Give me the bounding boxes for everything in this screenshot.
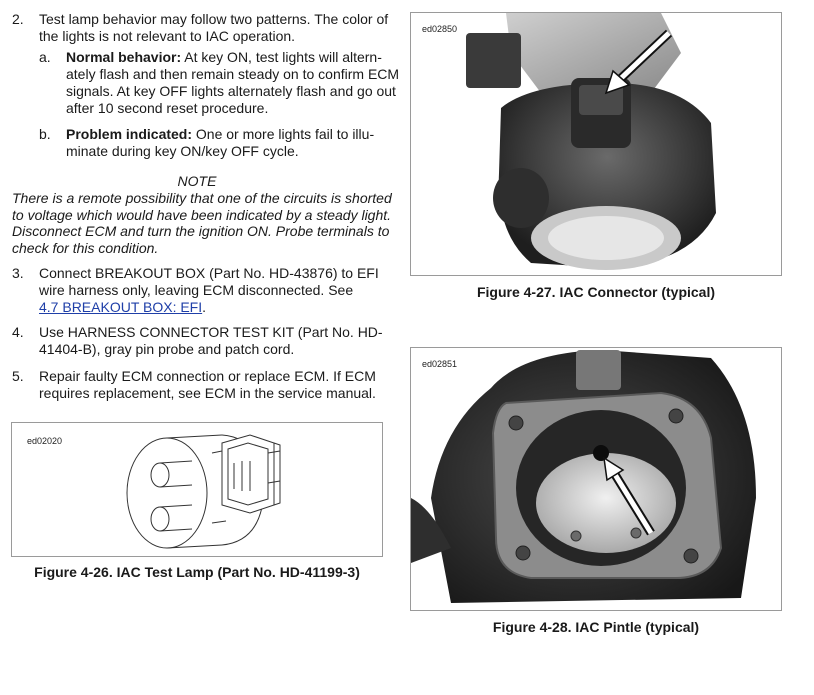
- note-line4: check for this condition.: [12, 239, 159, 256]
- step-5-number: 5.: [12, 368, 24, 384]
- step-2b-line2: minate during key ON/key OFF cycle.: [66, 143, 299, 159]
- step-2a-line1: At key ON, test lights will altern-: [181, 49, 382, 65]
- step-3-line1: Connect BREAKOUT BOX (Part No. HD-43876)…: [39, 265, 379, 281]
- step-2a-letter: a.: [39, 49, 51, 65]
- step-2b-line1: One or more lights fail to illu-: [192, 126, 375, 142]
- iac-pintle-photo: [411, 348, 781, 610]
- step-2b-letter: b.: [39, 126, 51, 142]
- note-body: There is a remote possibility that one o…: [12, 190, 392, 256]
- step-2a-line4: after 10 second reset procedure.: [66, 100, 269, 116]
- step-2a-bold: Normal behavior:: [66, 49, 182, 65]
- step-5-line2: requires replacement, see ECM in the ser…: [39, 385, 376, 401]
- step-2-line2: the lights is not relevant to IAC operat…: [39, 28, 296, 44]
- step-4-number: 4.: [12, 324, 24, 340]
- step-4-line1: Use HARNESS CONNECTOR TEST KIT (Part No.…: [39, 324, 383, 340]
- iac-test-lamp-drawing: [126, 434, 281, 549]
- step-3-period: .: [202, 299, 207, 315]
- figure-26-caption: Figure 4-26. IAC Test Lamp (Part No. HD-…: [34, 564, 360, 580]
- step-3-line2: wire harness only, leaving ECM disconnec…: [39, 282, 354, 298]
- step-3: 3. Connect BREAKOUT BOX (Part No. HD-438…: [12, 265, 392, 317]
- step-2b: b. Problem indicated: One or more lights…: [39, 126, 389, 162]
- figure-28-caption: Figure 4-28. IAC Pintle (typical): [492, 619, 700, 635]
- figure-27-caption: Figure 4-27. IAC Connector (typical): [476, 284, 716, 300]
- iac-connector-photo: [411, 13, 781, 275]
- note-heading: NOTE: [177, 173, 217, 189]
- step-2-number: 2.: [12, 11, 24, 27]
- step-2a: a. Normal behavior: At key ON, test ligh…: [39, 49, 399, 119]
- figure-26-frame: ed02020: [11, 422, 383, 557]
- breakout-box-link[interactable]: 4.7 BREAKOUT BOX: EFI: [39, 299, 203, 315]
- note-line1: There is a remote possibility that one o…: [12, 190, 392, 206]
- figure-26-tag: ed02020: [24, 435, 66, 447]
- figure-28-tag: ed02851: [419, 358, 461, 370]
- note-line2: to voltage which would have been indicat…: [12, 206, 392, 223]
- figure-28-frame: ed02851: [410, 347, 782, 611]
- step-5-line1: Repair faulty ECM connection or replace …: [39, 368, 376, 384]
- step-5: 5. Repair faulty ECM connection or repla…: [12, 368, 392, 404]
- step-4-line2: 41404-B), gray pin probe and patch cord.: [39, 341, 295, 357]
- step-2b-bold: Problem indicated:: [66, 126, 193, 142]
- step-3-number: 3.: [12, 265, 24, 281]
- step-4: 4. Use HARNESS CONNECTOR TEST KIT (Part …: [12, 324, 392, 360]
- note-line3: Disconnect ECM and turn the ignition ON.…: [12, 223, 390, 240]
- step-2-line1: Test lamp behavior may follow two patter…: [39, 11, 389, 27]
- step-2a-line2: ately flash and then remain steady on to…: [66, 66, 400, 82]
- step-2: 2. Test lamp behavior may follow two pat…: [12, 11, 392, 51]
- figure-27-tag: ed02850: [419, 23, 461, 35]
- figure-27-frame: ed02850: [410, 12, 782, 276]
- step-2a-line3: signals. At key OFF lights alternately f…: [66, 83, 396, 99]
